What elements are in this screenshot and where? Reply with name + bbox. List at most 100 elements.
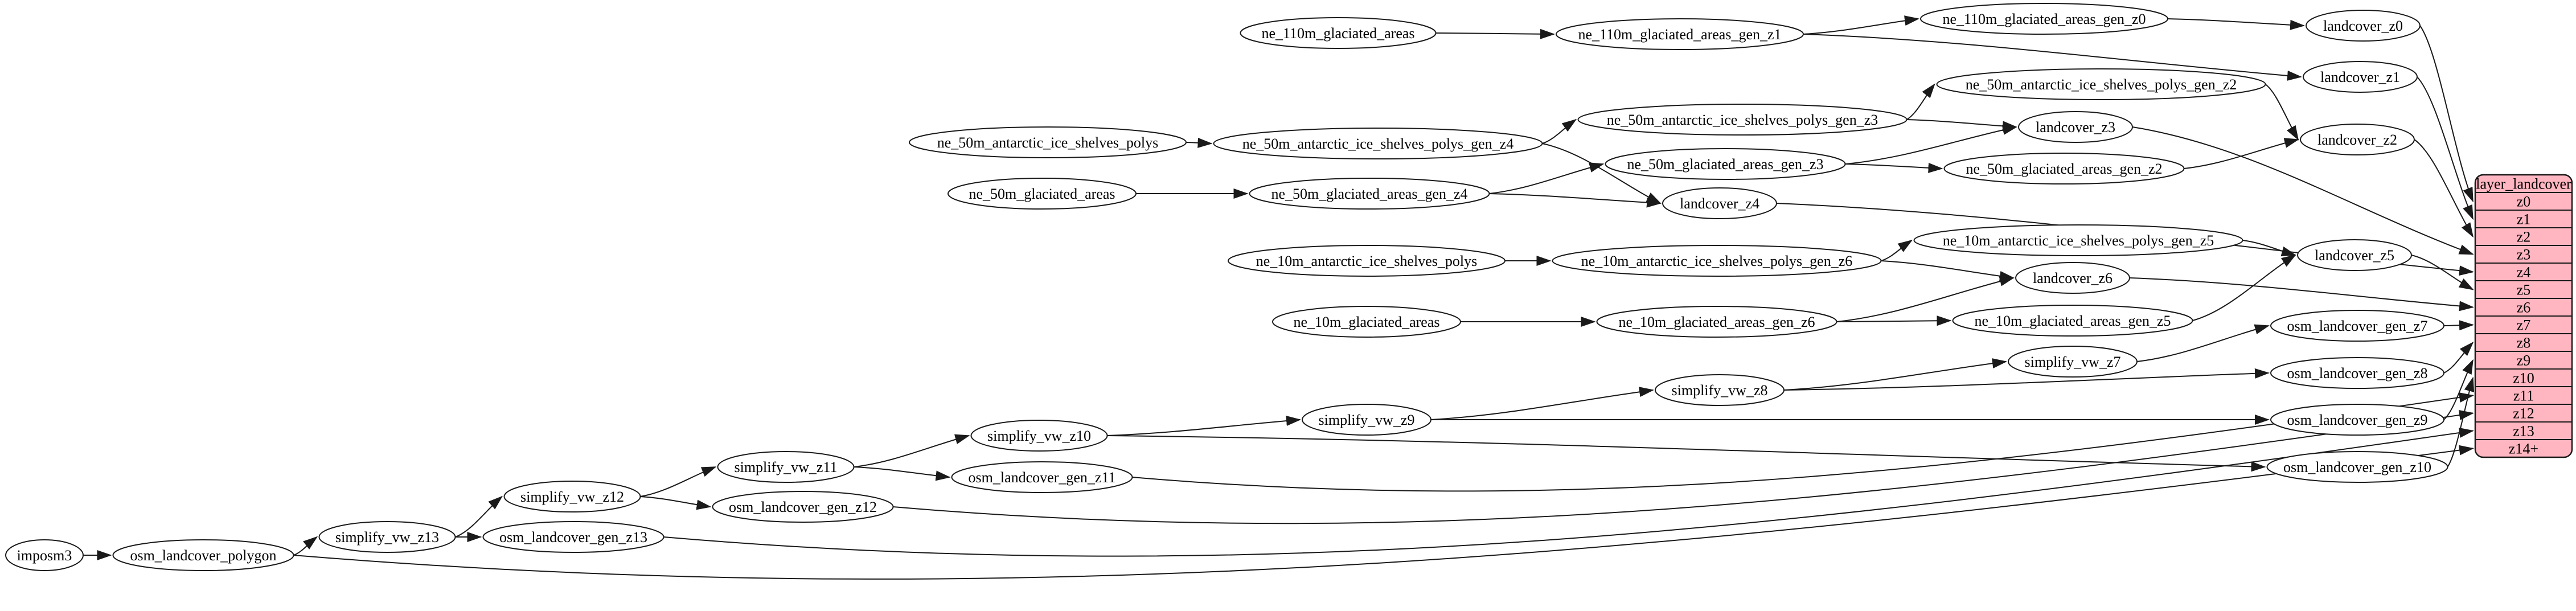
edge-simplify_vw_z12-to-simplify_vw_z11 xyxy=(640,466,717,497)
node-ellipse xyxy=(2018,111,2133,143)
edge-ne_50m_glaciated_areas_gen_z4-to-ne_50m_glaciated_areas_gen_z3 xyxy=(1489,162,1605,194)
node-label: ne_10m_glaciated_areas_gen_z5 xyxy=(1974,313,2171,329)
table-row-label-z13: z13 xyxy=(2513,423,2534,440)
node-label: osm_landcover_gen_z7 xyxy=(2287,318,2428,334)
node-ne_50m_glaciated_areas_gen_z4: ne_50m_glaciated_areas_gen_z4 xyxy=(1249,178,1490,210)
node-landcover_z6: landcover_z6 xyxy=(2015,262,2130,294)
edge-ne_10m_glaciated_areas_gen_z6-to-landcover_z6 xyxy=(1836,276,2015,322)
edge-ne_110m_glaciated_areas-to-ne_110m_glaciated_areas_gen_z1 xyxy=(1435,28,1555,39)
node-ne_50m_glaciated_areas: ne_50m_glaciated_areas xyxy=(947,178,1137,210)
node-simplify_vw_z11: simplify_vw_z11 xyxy=(717,451,855,483)
node-label: osm_landcover_polygon xyxy=(130,547,276,564)
edge-landcover_z3-to-z3 xyxy=(2132,126,2474,255)
node-landcover_z5: landcover_z5 xyxy=(2297,239,2412,271)
node-ellipse xyxy=(2306,10,2421,42)
edge-ne_10m_glaciated_areas_gen_z6-to-ne_10m_glaciated_areas_gen_z5 xyxy=(1836,315,1952,326)
node-label: landcover_z5 xyxy=(2315,247,2394,264)
table-row-label-z11: z11 xyxy=(2513,388,2534,404)
node-osm_landcover_gen_z12: osm_landcover_gen_z12 xyxy=(712,491,894,523)
node-ne_50m_antarctic_ice_shelves_polys_gen_z3: ne_50m_antarctic_ice_shelves_polys_gen_z… xyxy=(1577,104,1908,136)
node-label: ne_110m_glaciated_areas xyxy=(1261,25,1414,42)
node-label: ne_50m_glaciated_areas_gen_z2 xyxy=(1966,161,2162,177)
table-row-label-z5: z5 xyxy=(2517,282,2531,298)
node-ne_50m_antarctic_ice_shelves_polys_gen_z2: ne_50m_antarctic_ice_shelves_polys_gen_z… xyxy=(1936,68,2266,100)
node-ellipse xyxy=(1213,128,1543,159)
edge-ne_10m_glaciated_areas_gen_z5-to-landcover_z5 xyxy=(2192,254,2296,321)
edge-osm_landcover_polygon-to-z14plus xyxy=(293,445,2474,580)
node-ellipse xyxy=(1952,305,2193,337)
node-ne_110m_glaciated_areas: ne_110m_glaciated_areas xyxy=(1240,17,1437,49)
node-label: landcover_z3 xyxy=(2036,119,2115,136)
node-label: landcover_z0 xyxy=(2323,18,2403,34)
node-ellipse xyxy=(1655,374,1785,406)
edge-landcover_z6-to-z6 xyxy=(2129,277,2474,311)
node-label: simplify_vw_z10 xyxy=(987,428,1091,444)
layer-table: layer_landcoverz0z1z2z3z4z5z6z7z8z9z10z1… xyxy=(2474,174,2573,458)
edge-ne_10m_antarctic_ice_shelves_polys_gen_z6-to-landcover_z6 xyxy=(1881,260,2015,281)
edge-ne_50m_glaciated_areas_gen_z3-to-ne_50m_glaciated_areas_gen_z2 xyxy=(1845,162,1943,173)
node-landcover_z2: landcover_z2 xyxy=(2300,124,2415,155)
edge-ne_50m_antarctic_ice_shelves_polys_gen_z3-to-ne_50m_antarctic_ice_shelves_polys_gen_z2 xyxy=(1906,83,1935,120)
edge-osm_landcover_gen_z7-to-z7 xyxy=(2443,320,2474,331)
node-simplify_vw_z10: simplify_vw_z10 xyxy=(970,420,1108,452)
edge-simplify_vw_z13-to-simplify_vw_z12 xyxy=(455,495,503,538)
node-label: landcover_z4 xyxy=(1680,195,1759,212)
node-ellipse xyxy=(951,461,1133,493)
edge-ne_10m_antarctic_ice_shelves_polys_gen_z6-to-ne_10m_antarctic_ice_shelves_polys_gen_z5 xyxy=(1881,239,1913,261)
node-ellipse xyxy=(112,539,294,571)
node-ellipse xyxy=(1943,153,2185,184)
node-ne_10m_glaciated_areas: ne_10m_glaciated_areas xyxy=(1272,306,1461,338)
node-ellipse xyxy=(1596,306,1837,338)
table-row-label-z0: z0 xyxy=(2517,194,2531,210)
table-row-label-z1: z1 xyxy=(2517,211,2531,228)
edge-simplify_vw_z11-to-osm_landcover_gen_z11 xyxy=(854,466,951,481)
node-ellipse xyxy=(5,539,84,571)
node-landcover_z0: landcover_z0 xyxy=(2306,10,2421,42)
node-ellipse xyxy=(1556,18,1804,50)
node-ne_10m_antarctic_ice_shelves_polys: ne_10m_antarctic_ice_shelves_polys xyxy=(1228,245,1506,277)
node-landcover_z4: landcover_z4 xyxy=(1662,187,1777,219)
node-ellipse xyxy=(503,481,641,512)
node-ne_10m_glaciated_areas_gen_z6: ne_10m_glaciated_areas_gen_z6 xyxy=(1596,306,1837,338)
edges-layer xyxy=(83,15,2475,580)
table-row-label-z6: z6 xyxy=(2517,300,2531,316)
node-label: ne_50m_antarctic_ice_shelves_polys_gen_z… xyxy=(1242,136,1514,152)
node-ellipse xyxy=(2270,404,2444,436)
table-row-label-z4: z4 xyxy=(2517,264,2531,281)
node-label: ne_10m_glaciated_areas_gen_z6 xyxy=(1618,314,1815,330)
edge-osm_landcover_gen_z13-to-z13 xyxy=(663,428,2474,557)
node-ellipse xyxy=(1662,187,1777,219)
edge-ne_50m_antarctic_ice_shelves_polys-to-ne_50m_antarctic_ice_shelves_polys_gen_z4 xyxy=(1186,137,1213,148)
node-label: simplify_vw_z9 xyxy=(1319,412,1415,428)
edge-ne_110m_glaciated_areas_gen_z0-to-landcover_z0 xyxy=(2167,18,2305,30)
edge-simplify_vw_z9-to-simplify_vw_z8 xyxy=(1430,387,1654,420)
node-ellipse xyxy=(1302,404,1431,436)
table-row-label-z9: z9 xyxy=(2517,352,2531,369)
table-row-label-z10: z10 xyxy=(2513,370,2534,387)
node-ellipse xyxy=(1936,68,2266,100)
edge-landcover_z1-to-z1 xyxy=(2417,76,2474,220)
table-row-label-z2: z2 xyxy=(2517,229,2531,245)
node-ne_50m_antarctic_ice_shelves_polys_gen_z4: ne_50m_antarctic_ice_shelves_polys_gen_z… xyxy=(1213,128,1543,159)
edge-ne_110m_glaciated_areas_gen_z1-to-landcover_z1 xyxy=(1803,34,2302,81)
node-ellipse xyxy=(2266,451,2448,483)
node-label: landcover_z1 xyxy=(2320,69,2400,85)
node-label: ne_10m_antarctic_ice_shelves_polys_gen_z… xyxy=(1581,253,1853,269)
edge-ne_50m_antarctic_ice_shelves_polys_gen_z2-to-landcover_z2 xyxy=(2265,84,2299,141)
node-label: ne_110m_glaciated_areas_gen_z1 xyxy=(1578,26,1781,43)
node-label: ne_110m_glaciated_areas_gen_z0 xyxy=(1942,11,2146,27)
table-row-label-z8: z8 xyxy=(2517,335,2531,351)
edge-simplify_vw_z8-to-osm_landcover_gen_z8 xyxy=(1783,368,2270,391)
edge-ne_50m_glaciated_areas_gen_z4-to-landcover_z4 xyxy=(1489,193,1662,208)
node-ellipse xyxy=(1920,3,2168,35)
edge-osm_landcover_gen_z8-to-z8 xyxy=(2443,342,2474,374)
node-ne_50m_glaciated_areas_gen_z2: ne_50m_glaciated_areas_gen_z2 xyxy=(1943,153,2185,184)
node-imposm3: imposm3 xyxy=(5,539,84,571)
node-osm_landcover_gen_z9: osm_landcover_gen_z9 xyxy=(2270,404,2444,436)
node-simplify_vw_z7: simplify_vw_z7 xyxy=(2008,346,2138,378)
edge-simplify_vw_z12-to-osm_landcover_gen_z12 xyxy=(640,496,712,510)
node-osm_landcover_polygon: osm_landcover_polygon xyxy=(112,539,294,571)
node-label: simplify_vw_z7 xyxy=(2025,354,2121,370)
node-ellipse xyxy=(318,521,456,553)
node-simplify_vw_z13: simplify_vw_z13 xyxy=(318,521,456,553)
